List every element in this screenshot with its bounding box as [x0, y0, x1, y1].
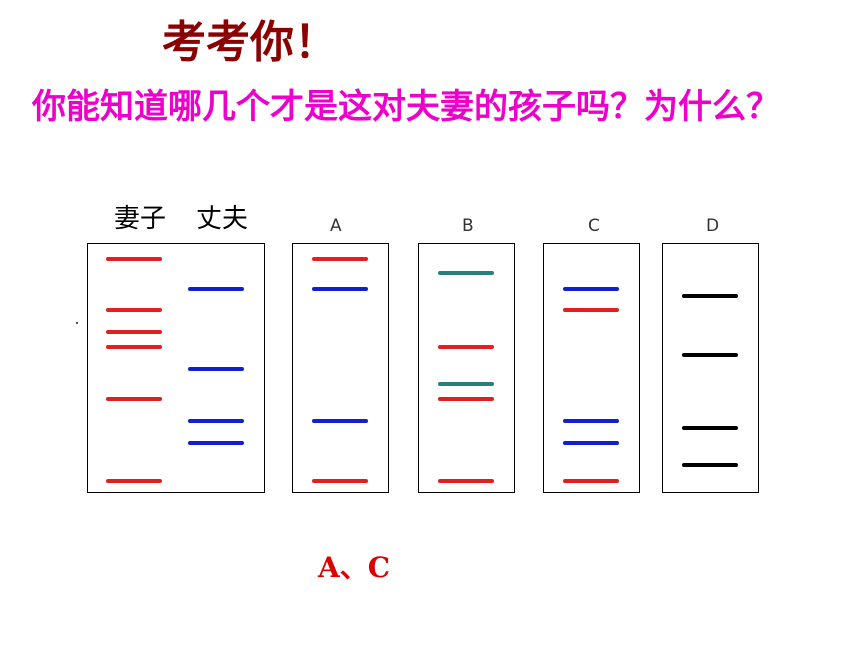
lane-b-band-4	[438, 397, 494, 401]
wife-band-2	[106, 308, 162, 312]
answer-text: A、C	[318, 551, 391, 584]
lane-c-band-2	[563, 308, 619, 312]
lane-d-band-3	[682, 426, 738, 430]
lane-label-c: C	[588, 216, 600, 236]
lane-a-panel	[292, 243, 389, 493]
lane-a-band-3	[312, 419, 368, 423]
lane-b-band-2	[438, 345, 494, 349]
lane-label-d: D	[706, 216, 720, 236]
lane-b-panel	[418, 243, 515, 493]
lane-c-panel	[543, 243, 640, 493]
wife-band-6	[106, 479, 162, 483]
wife-band-5	[106, 397, 162, 401]
lane-label-a: A	[330, 216, 342, 236]
lane-a-band-1	[312, 257, 368, 261]
lane-label-b: B	[462, 216, 474, 236]
lane-b-band-3	[438, 382, 494, 386]
wife-label: 妻子	[114, 204, 167, 234]
lane-c-band-3	[563, 419, 619, 423]
wife-band-4	[106, 345, 162, 349]
husband-band-3	[188, 419, 244, 423]
lane-d-panel	[662, 243, 759, 493]
husband-band-4	[188, 441, 244, 445]
lane-b-band-5	[438, 479, 494, 483]
lane-b-band-1	[438, 271, 494, 275]
wife-band-3	[106, 330, 162, 334]
husband-label: 丈夫	[196, 204, 249, 234]
stray-dot	[76, 322, 78, 324]
wife-band-1	[106, 257, 162, 261]
lane-a-band-2	[312, 287, 368, 291]
lane-a-band-4	[312, 479, 368, 483]
page-title: 考考你！	[162, 17, 338, 68]
lane-c-band-5	[563, 479, 619, 483]
question-text: 你能知道哪几个才是这对夫妻的孩子吗？为什么？	[32, 87, 780, 127]
lane-c-band-1	[563, 287, 619, 291]
lane-d-band-2	[682, 353, 738, 357]
husband-band-2	[188, 367, 244, 371]
lane-d-band-4	[682, 463, 738, 467]
lane-d-band-1	[682, 294, 738, 298]
lane-c-band-4	[563, 441, 619, 445]
parents-gel-panel	[87, 243, 265, 493]
husband-band-1	[188, 287, 244, 291]
